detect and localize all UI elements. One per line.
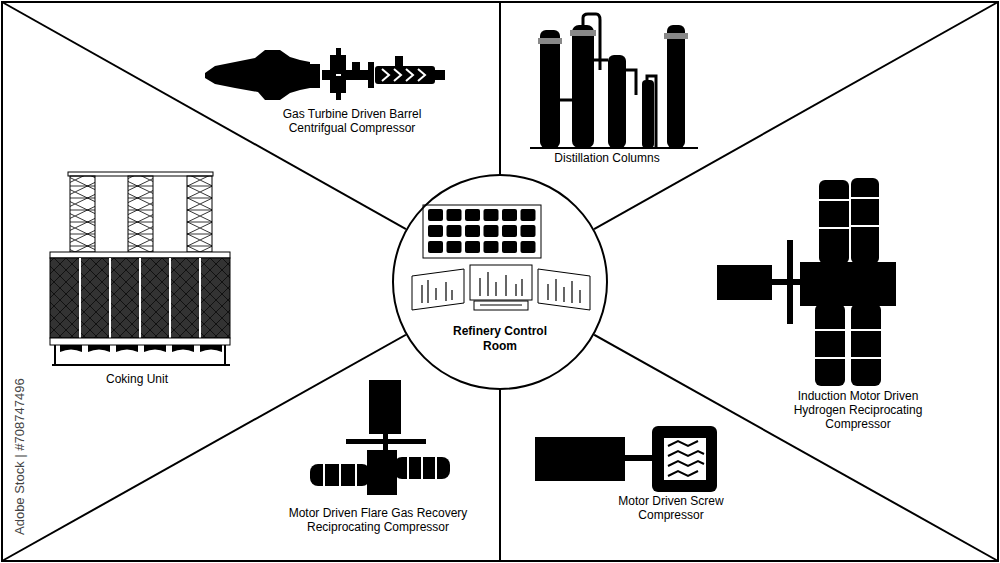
arch (144, 345, 166, 352)
watermark: Adobe Stock | #708747496 (12, 378, 27, 535)
equipment-label: Induction Motor Driven Hydrogen Reciproc… (783, 389, 933, 431)
monitor-tile (465, 225, 480, 237)
equipment-label: Motor Driven Screw Compressor (601, 494, 741, 522)
arch (200, 345, 222, 352)
arch (88, 345, 110, 352)
monitor-tile (521, 241, 536, 253)
equipment-label: Motor Driven Flare Gas Recovery Reciproc… (278, 506, 478, 534)
monitor-tile (447, 209, 462, 221)
monitor-tile (465, 241, 480, 253)
arch (172, 345, 194, 352)
monitor-tile (465, 209, 480, 221)
monitor-tile (447, 225, 462, 237)
arch (60, 345, 82, 352)
equipment-label: Coking Unit (106, 372, 168, 386)
equipment-label: Distillation Columns (554, 151, 659, 165)
equipment-label: Gas Turbine Driven Barrel Centrifgual Co… (262, 107, 442, 135)
monitor-tile (521, 209, 536, 221)
arch (116, 345, 138, 352)
monitor-tile (428, 209, 443, 221)
monitor-tile (484, 241, 499, 253)
monitor-tile (502, 225, 517, 237)
monitor-tile (484, 225, 499, 237)
monitor-tile (447, 241, 462, 253)
monitor-tile (428, 225, 443, 237)
monitor-tile (484, 209, 499, 221)
monitor-tile (521, 225, 536, 237)
monitor-tile (428, 241, 443, 253)
monitor-tile (502, 241, 517, 253)
control-room-circle: Refinery Control Room (392, 174, 608, 390)
node-title: Refinery Control Room (445, 324, 555, 354)
monitor-tile (502, 209, 517, 221)
